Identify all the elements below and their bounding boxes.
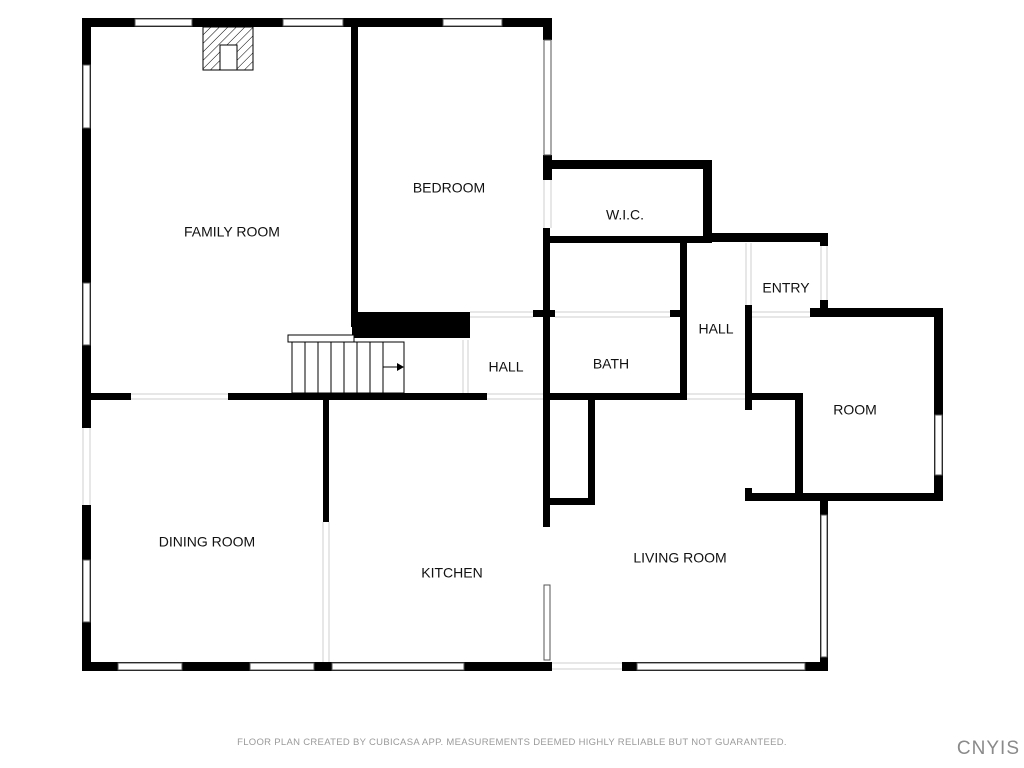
window (636, 662, 806, 671)
door-frame (543, 584, 551, 661)
wall-stair-block (352, 312, 470, 338)
wall-bath-top-west (533, 310, 555, 317)
staircase (287, 334, 405, 394)
label-living-room: LIVING ROOM (633, 550, 726, 566)
wall-mid-center (228, 393, 487, 400)
window (82, 282, 91, 346)
wall-mid-west (82, 393, 131, 400)
window (82, 559, 91, 623)
window (282, 18, 344, 27)
window (934, 414, 943, 476)
window (543, 39, 552, 156)
label-bath: BATH (593, 356, 629, 372)
watermark: CNYIS (957, 738, 1020, 759)
wall-hall-divider (680, 240, 687, 397)
openings (82, 180, 828, 670)
window (82, 64, 91, 129)
wall-left-upper (82, 18, 91, 428)
wall-family-bedroom (351, 27, 358, 327)
stair-arrow-icon (397, 363, 404, 371)
wall-room-top (810, 308, 943, 317)
wall-room-west (795, 393, 803, 501)
room-labels: FAMILY ROOM BEDROOM W.I.C. ENTRY HALL HA… (159, 180, 877, 581)
wall-bottom-west (82, 662, 552, 671)
fireplace (202, 26, 254, 71)
wall-entry-east-stub (820, 233, 828, 246)
wall-entry-hall (745, 305, 752, 410)
windows (82, 18, 943, 671)
label-dining-room: DINING ROOM (159, 534, 255, 550)
wall-entry-top (703, 233, 828, 242)
label-family-room: FAMILY ROOM (184, 224, 280, 240)
wall-hall-bath (543, 228, 550, 527)
wall-bath-wic (543, 236, 710, 243)
label-wic: W.I.C. (606, 207, 644, 223)
wall-mid-bath (543, 393, 687, 400)
stair-handrail (287, 334, 355, 343)
wall-room-bottom (748, 493, 943, 501)
wall-closet-east (588, 398, 595, 505)
label-kitchen: KITCHEN (421, 565, 482, 581)
window (249, 662, 315, 671)
wall-room-stub (745, 488, 752, 501)
label-hall-east: HALL (698, 321, 733, 337)
label-hall-center: HALL (488, 359, 523, 375)
window (134, 18, 193, 27)
label-entry: ENTRY (762, 280, 810, 296)
wall-room-east (934, 308, 943, 501)
walls (82, 18, 943, 671)
wall-closet-bottom (543, 498, 595, 505)
window (442, 18, 503, 27)
wall-room-top-west (745, 393, 803, 400)
wall-bedroom-east-stub (543, 18, 552, 40)
wall-wic-east (703, 160, 712, 243)
wall-bath-top-east (670, 310, 687, 317)
window (331, 662, 465, 671)
footer-disclaimer: FLOOR PLAN CREATED BY CUBICASA APP. MEAS… (237, 737, 787, 748)
window (117, 662, 183, 671)
wall-kitchen-dining (323, 398, 329, 522)
window (820, 514, 828, 658)
label-room: ROOM (833, 402, 877, 418)
label-bedroom: BEDROOM (413, 180, 485, 196)
wall-wic-top (543, 160, 711, 169)
fireplace-firebox (219, 44, 238, 71)
